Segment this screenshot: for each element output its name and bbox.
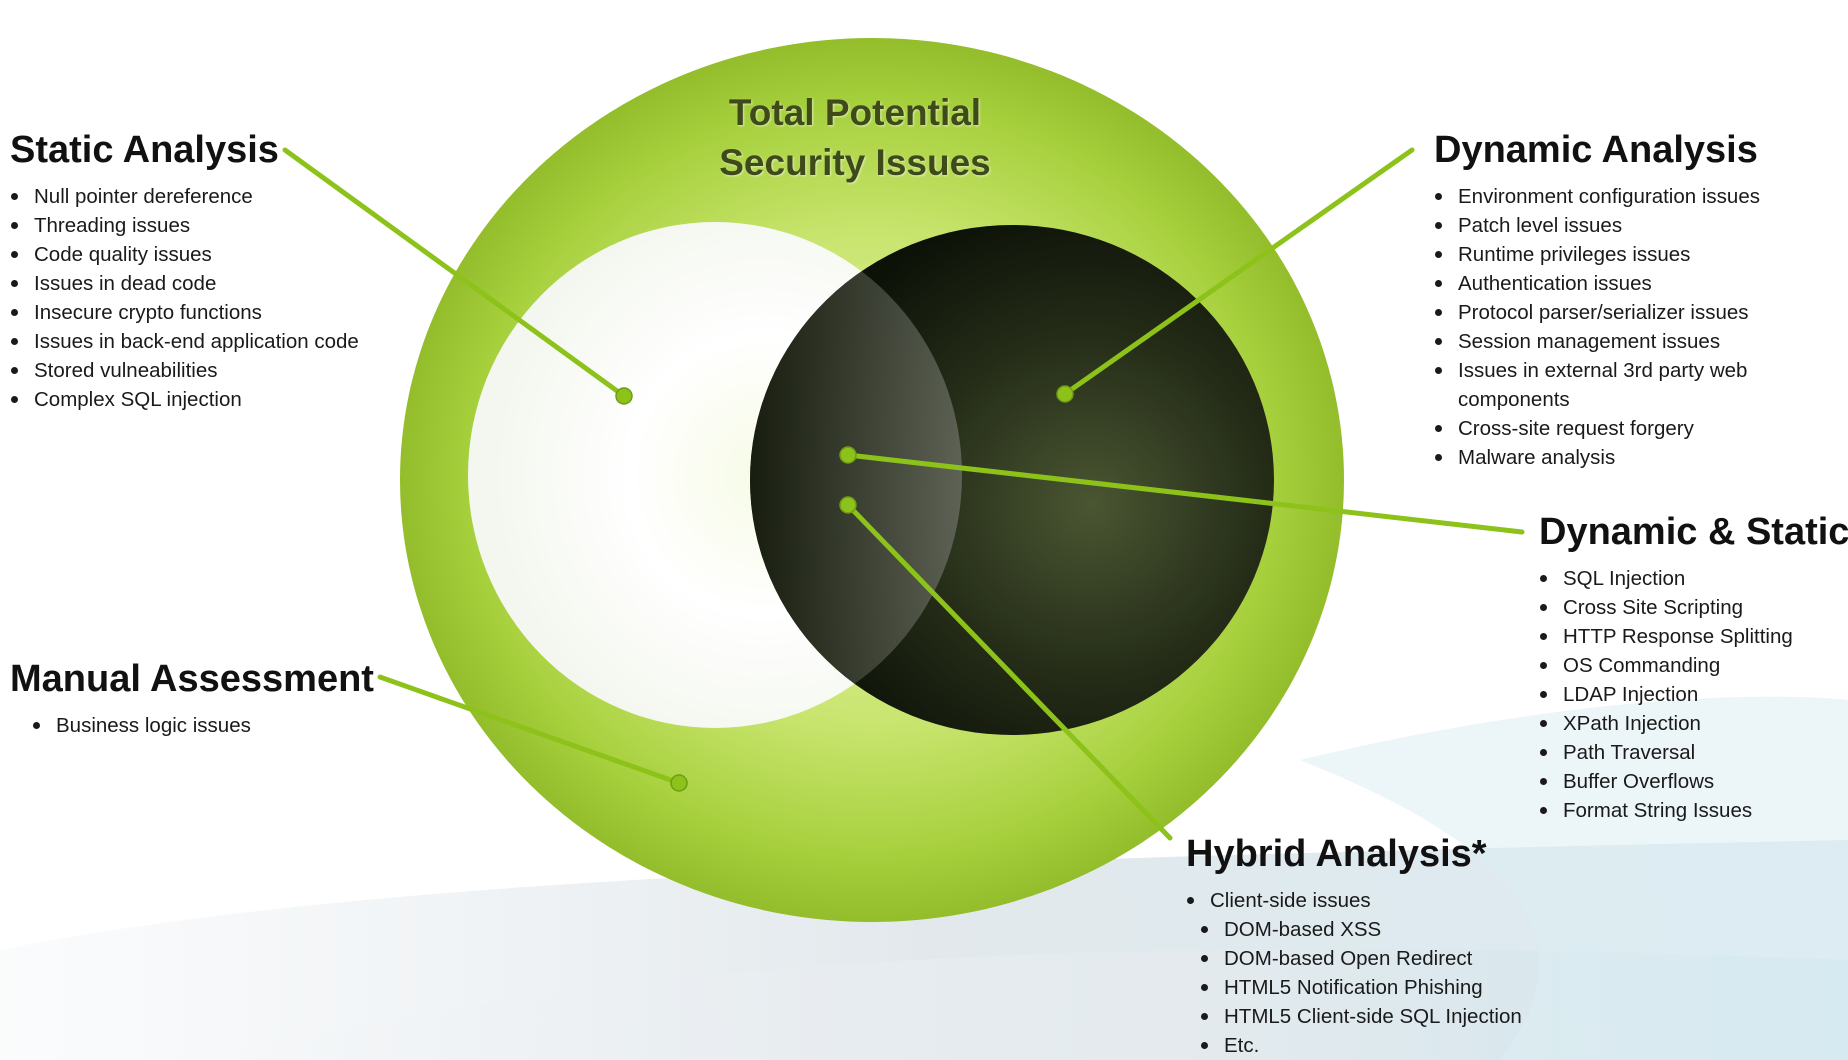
list-item: Buffer Overflows: [1539, 767, 1848, 796]
manual-assessment-group: Manual Assessment Business logic issues: [10, 657, 374, 740]
list-item: Client-side issues: [1186, 886, 1522, 915]
manual-assessment-list: Business logic issues: [32, 711, 374, 740]
manual-connector-line: [377, 674, 682, 786]
list-item: HTML5 Client-side SQL Injection: [1200, 1002, 1522, 1031]
dynamic-connector-line: [1062, 147, 1415, 397]
diagram-title-line2: Security Issues: [719, 142, 991, 183]
manual-assessment-heading: Manual Assessment: [10, 658, 374, 700]
list-item: DOM-based XSS: [1200, 915, 1522, 944]
list-item: HTTP Response Splitting: [1539, 622, 1848, 651]
list-item: Insecure crypto functions: [10, 298, 359, 327]
hybrid-analysis-list: Client-side issues DOM-based XSS DOM-bas…: [1186, 886, 1522, 1060]
list-item: Runtime privileges issues: [1434, 240, 1788, 269]
list-item: SQL Injection: [1539, 564, 1848, 593]
static-analysis-group: Static Analysis Null pointer dereference…: [10, 128, 359, 414]
list-item: Threading issues: [10, 211, 359, 240]
list-item: Issues in external 3rd party web compone…: [1434, 356, 1788, 414]
list-item: Authentication issues: [1434, 269, 1788, 298]
dynamic-analysis-list: Environment configuration issues Patch l…: [1434, 182, 1788, 472]
static-connector-dot: [615, 387, 633, 405]
list-item: DOM-based Open Redirect: [1200, 944, 1522, 973]
list-item: HTML5 Notification Phishing: [1200, 973, 1522, 1002]
dynamic-static-group: Dynamic & Static SQL Injection Cross Sit…: [1539, 510, 1848, 825]
dynamic-analysis-group: Dynamic Analysis Environment configurati…: [1434, 128, 1788, 472]
dynamic-static-connector-dot: [839, 446, 857, 464]
list-item: Environment configuration issues: [1434, 182, 1788, 211]
static-analysis-heading: Static Analysis: [10, 129, 279, 171]
list-item: Path Traversal: [1539, 738, 1848, 767]
manual-connector-dot: [670, 774, 688, 792]
list-item: OS Commanding: [1539, 651, 1848, 680]
list-item: XPath Injection: [1539, 709, 1848, 738]
static-analysis-list: Null pointer dereference Threading issue…: [10, 182, 359, 414]
overlap-region: [750, 225, 962, 728]
hybrid-analysis-group: Hybrid Analysis* Client-side issues DOM-…: [1186, 832, 1522, 1060]
list-item: Format String Issues: [1539, 796, 1848, 825]
list-item: Issues in dead code: [10, 269, 359, 298]
list-item: Null pointer dereference: [10, 182, 359, 211]
dynamic-static-heading: Dynamic & Static: [1539, 511, 1848, 553]
list-item: Cross-site request forgery: [1434, 414, 1788, 443]
diagram-title-line1: Total Potential: [728, 92, 982, 133]
list-item: Malware analysis: [1434, 443, 1788, 472]
list-item: Issues in back-end application code: [10, 327, 359, 356]
diagram-title: Total Potential Security Issues: [655, 88, 1055, 188]
dynamic-static-connector-line: [845, 452, 1525, 535]
list-item: Protocol parser/serializer issues: [1434, 298, 1788, 327]
list-item: LDAP Injection: [1539, 680, 1848, 709]
list-item: Stored vulneabilities: [10, 356, 359, 385]
list-item: Code quality issues: [10, 240, 359, 269]
hybrid-connector-dot: [839, 496, 857, 514]
list-item: Cross Site Scripting: [1539, 593, 1848, 622]
dynamic-analysis-heading: Dynamic Analysis: [1434, 129, 1758, 171]
static-connector-line: [282, 147, 627, 399]
dynamic-connector-dot: [1056, 385, 1074, 403]
list-item: Etc.: [1200, 1031, 1522, 1060]
list-item: Business logic issues: [32, 711, 374, 740]
list-item: Session management issues: [1434, 327, 1788, 356]
dynamic-static-list: SQL Injection Cross Site Scripting HTTP …: [1539, 564, 1848, 825]
list-item: Patch level issues: [1434, 211, 1788, 240]
list-item: Complex SQL injection: [10, 385, 359, 414]
hybrid-analysis-heading: Hybrid Analysis*: [1186, 833, 1487, 875]
hybrid-connector-line: [845, 502, 1173, 841]
